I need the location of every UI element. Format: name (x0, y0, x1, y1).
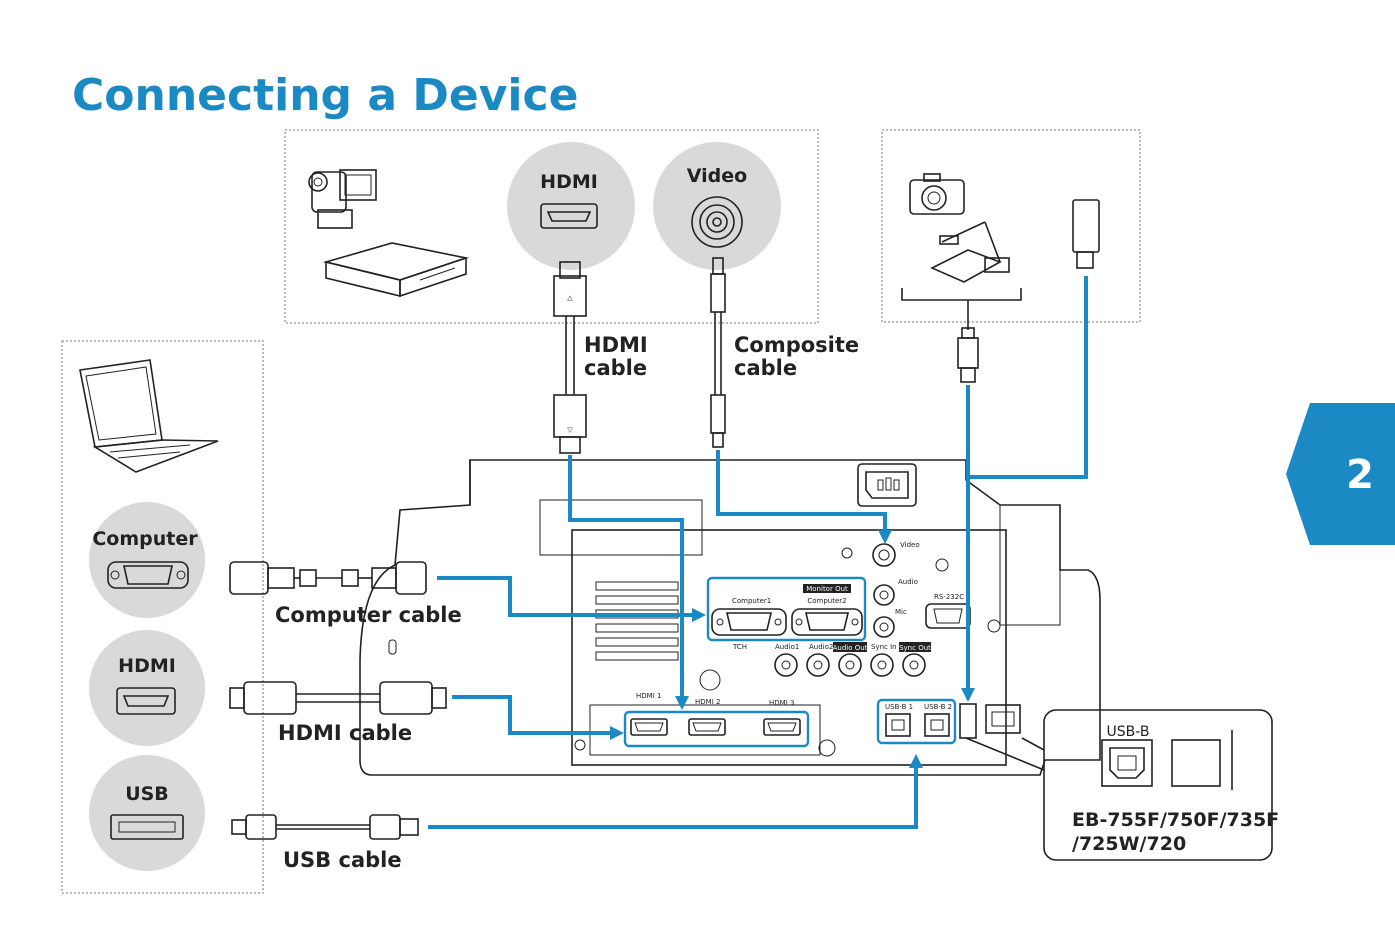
computer1-port (711, 608, 787, 636)
hdmi-input-circle-left: HDMI (89, 630, 205, 746)
usb-cable (231, 814, 419, 840)
svg-text:HDMI: HDMI (118, 655, 176, 677)
computer-ports-highlight (706, 576, 867, 642)
audio-row-jacks (774, 653, 926, 677)
usb-a-plug-icon (957, 327, 979, 383)
callout-model-line-2: /725W/720 (1072, 833, 1186, 855)
audio-jack (873, 584, 895, 606)
page-title: Connecting a Device (72, 70, 578, 121)
svg-text:Audio2: Audio2 (809, 643, 833, 651)
svg-text:RS-232C: RS-232C (934, 593, 964, 601)
svg-text:Sync Out: Sync Out (899, 644, 931, 652)
power-socket-icon (857, 463, 917, 507)
camera-icon (909, 173, 965, 215)
usb-b-callout: USB-B EB-755F/750F/735F /725W/720 (1043, 709, 1279, 861)
usb-input-circle: USB (89, 755, 205, 871)
monitor-out-badge (803, 584, 851, 593)
usb-b1-port (885, 713, 911, 737)
computer-cable (229, 561, 427, 595)
svg-text:Video: Video (900, 541, 920, 549)
svg-text:Computer1: Computer1 (732, 597, 771, 605)
svg-text:Computer2: Computer2 (807, 597, 846, 605)
camcorder-icon (308, 169, 377, 229)
chapter-tab: 2 (1286, 403, 1395, 545)
blue-connection-lines (428, 276, 1088, 829)
hdmi-ports-highlight (623, 710, 810, 748)
laptop-icon (79, 359, 219, 473)
callout-usb-b-label: USB-B (1107, 724, 1150, 740)
svg-text:▽: ▽ (567, 426, 573, 434)
lan-port (985, 704, 1021, 734)
rs232c-port (925, 603, 971, 629)
mic-jack (873, 616, 895, 638)
svg-text:Video: Video (687, 165, 747, 187)
usb-b-port-side-view (1171, 739, 1221, 787)
sync-out-badge (899, 642, 931, 652)
usb-b2-port (924, 713, 950, 737)
video-input-circle: Video (653, 142, 781, 270)
audio-out-badge (833, 642, 867, 652)
svg-text:HDMI 1: HDMI 1 (636, 692, 661, 700)
hdmi-cable-left-label: HDMI cable (278, 721, 412, 745)
vga-port-icon (107, 561, 189, 589)
usb-port-icon (110, 814, 184, 840)
chapter-number: 2 (1346, 452, 1374, 498)
hdmi-port-icon (540, 203, 598, 229)
hdmi-cable-top-label-line: HDMI (584, 333, 648, 357)
projector-body (359, 459, 1101, 776)
svg-text:Monitor Out: Monitor Out (806, 585, 848, 593)
computer2-port (791, 608, 863, 636)
svg-text:Sync In: Sync In (871, 643, 897, 651)
svg-text:Audio1: Audio1 (775, 643, 799, 651)
callout-model-line-1: EB-755F/750F/735F (1072, 809, 1279, 831)
svg-text:HDMI 3: HDMI 3 (769, 699, 794, 707)
hdmi-cable-top-label: HDMI cable (584, 333, 655, 380)
rca-jack-icon (691, 196, 743, 248)
svg-text:△: △ (567, 294, 573, 302)
composite-cable-label: Composite cable (734, 333, 866, 380)
usb-b-port-icon (1101, 739, 1153, 787)
usb-cable-label: USB cable (283, 848, 402, 872)
hdmi-cable-top: △ ▽ (553, 261, 587, 454)
svg-text:TCH: TCH (732, 643, 747, 651)
hdmi2-port (688, 718, 726, 736)
source-group-top-left (284, 129, 819, 324)
computer-input-circle: Computer (89, 502, 205, 618)
usb-a-port (959, 703, 977, 739)
source-group-top-right (881, 129, 1141, 323)
usb-flash-drive-icon (1072, 199, 1100, 269)
svg-text:Mic: Mic (895, 608, 907, 616)
svg-text:USB-B 2: USB-B 2 (924, 703, 952, 711)
vent-grille (595, 581, 679, 661)
video-jack (872, 543, 896, 567)
composite-cable (710, 257, 726, 448)
svg-text:USB: USB (125, 783, 169, 805)
source-group-left (61, 340, 264, 894)
svg-text:Computer: Computer (92, 528, 198, 550)
dvd-player-icon (322, 242, 470, 298)
svg-text:HDMI: HDMI (540, 171, 598, 193)
svg-text:USB-B 1: USB-B 1 (885, 703, 913, 711)
hdmi-cable-left (229, 681, 447, 715)
hdmi-port-icon (116, 687, 176, 715)
svg-text:Audio Out: Audio Out (833, 644, 868, 652)
device-bracket (901, 288, 1022, 301)
document-camera-icon (930, 221, 1010, 283)
svg-text:Audio: Audio (898, 578, 918, 586)
svg-text:HDMI 2: HDMI 2 (695, 698, 720, 706)
usb-b-ports-highlight (876, 698, 957, 745)
hdmi-input-circle: HDMI (507, 142, 635, 270)
computer-cable-label: Computer cable (275, 603, 462, 627)
hdmi1-port (630, 718, 668, 736)
hdmi3-port (763, 718, 801, 736)
